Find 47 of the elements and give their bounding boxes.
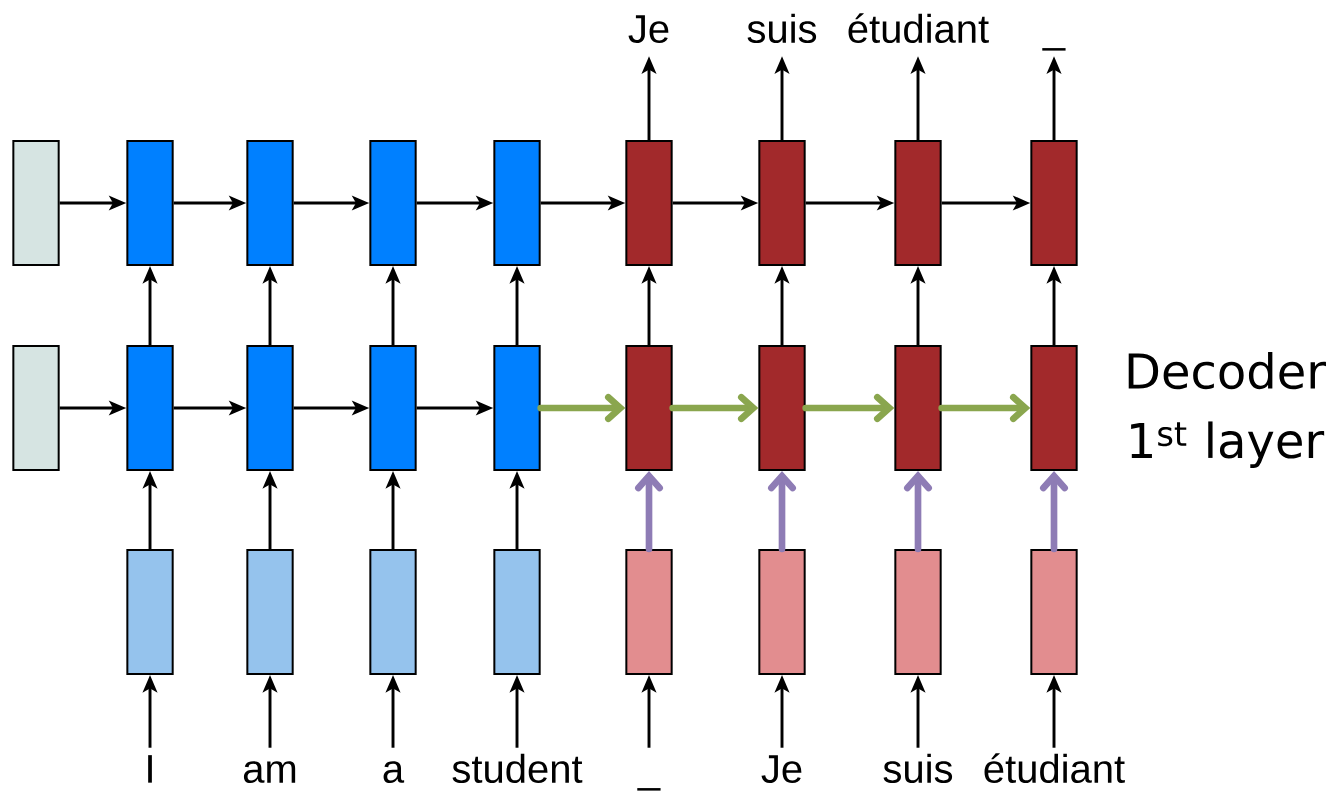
rnn-cell: [12, 140, 60, 266]
word-label: student: [452, 753, 583, 784]
word-label: suis: [747, 13, 817, 44]
arrow: [635, 471, 663, 553]
rnn-cell: [894, 549, 942, 675]
rnn-cell: [758, 140, 806, 266]
rnn-cell: [894, 345, 942, 471]
word-label: suis: [883, 753, 953, 784]
rnn-cell: [493, 345, 541, 471]
arrow: [802, 394, 895, 422]
word-label: étudiant: [848, 13, 989, 44]
rnn-cell: [369, 549, 417, 675]
rnn-cell: [625, 140, 673, 266]
rnn-cell: [369, 140, 417, 266]
word-label: Je: [628, 15, 669, 44]
rnn-cell: [894, 140, 942, 266]
rnn-cell: [369, 345, 417, 471]
arrow: [768, 471, 796, 553]
rnn-cell: [12, 345, 60, 471]
rnn-cell: [126, 345, 174, 471]
rnn-cell: [493, 549, 541, 675]
rnn-cell: [126, 549, 174, 675]
rnn-cell: [625, 345, 673, 471]
rnn-cell: [758, 345, 806, 471]
rnn-cell: [625, 549, 673, 675]
rnn-cell: [246, 140, 294, 266]
rnn-cell: [246, 549, 294, 675]
rnn-cell: [1030, 345, 1078, 471]
word-label: Je: [761, 755, 802, 784]
rnn-cell: [246, 345, 294, 471]
arrow: [537, 394, 626, 422]
word-label: I: [148, 755, 152, 783]
layer-caption: Decoder 1$^{st}$ layer: [1128, 352, 1326, 468]
word-label: étudiant: [984, 753, 1125, 784]
word-label: am: [243, 761, 296, 784]
arrow: [938, 394, 1031, 422]
arrow: [669, 394, 759, 422]
arrow: [904, 471, 932, 553]
word-label: a: [383, 761, 405, 784]
rnn-cell: [126, 140, 174, 266]
rnn-cell: [758, 549, 806, 675]
rnn-cell: [493, 140, 541, 266]
rnn-cell: [1030, 140, 1078, 266]
rnn-cell: [1030, 549, 1078, 675]
arrow: [1040, 471, 1068, 553]
word-label: _: [637, 788, 661, 791]
word-label: _: [1042, 48, 1066, 51]
